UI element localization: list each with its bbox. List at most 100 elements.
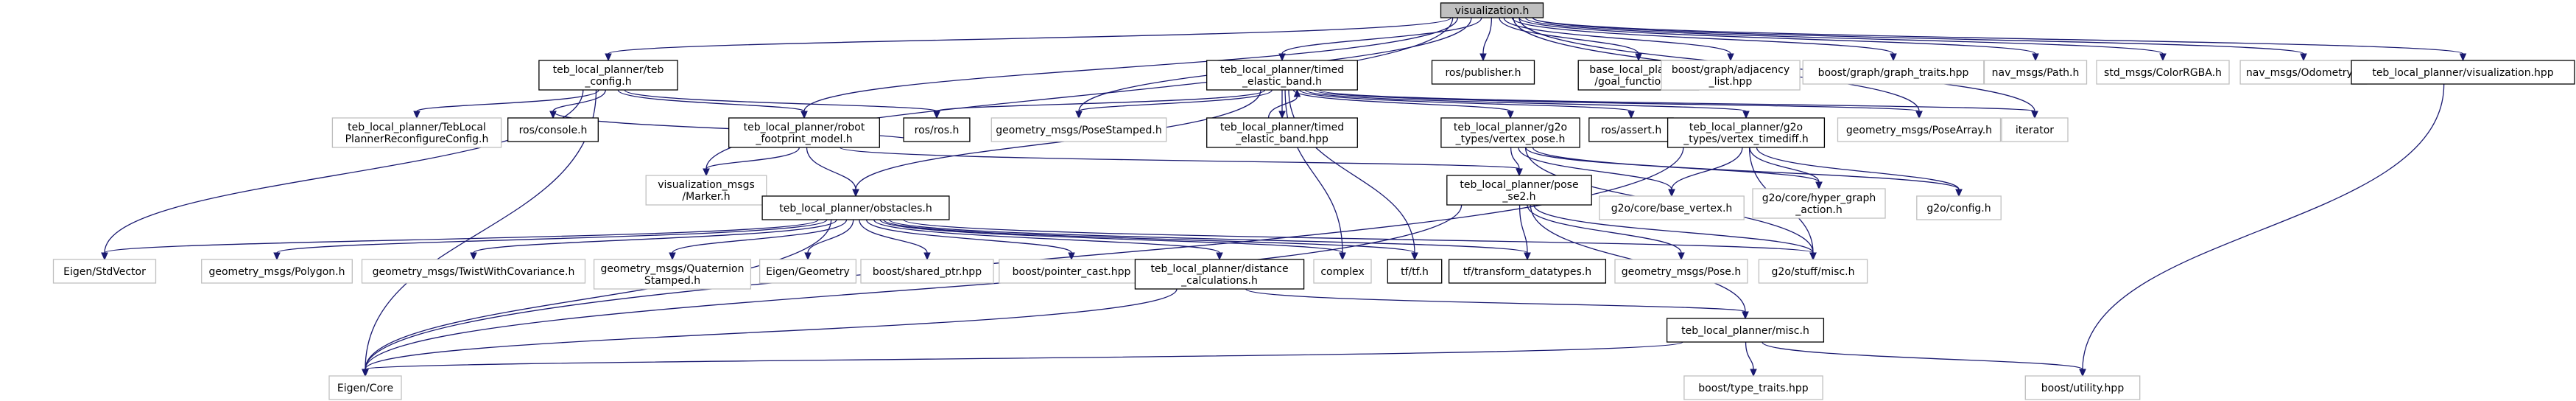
node-viz_hpp[interactable]: teb_local_planner/visualization.hpp (2351, 60, 2575, 85)
node-box (331, 117, 502, 148)
node-box (538, 60, 678, 91)
node-geometry: Eigen/Geometry (759, 259, 857, 284)
node-console[interactable]: ros/console.h (507, 117, 599, 142)
node-pose_se2[interactable]: teb_local_planner/pose_se2.h (1446, 175, 1592, 206)
node-label: std_msgs/ColorRGBA.h (2104, 67, 2222, 79)
node-twist: geometry_msgs/TwistWithCovariance.h (361, 259, 586, 284)
node-box (2351, 60, 2575, 85)
node-label: teb_local_planner/g2o_types/vertex_timed… (1683, 122, 1808, 145)
node-posearray: geometry_msgs/PoseArray.h (1837, 117, 2002, 142)
node-box (1134, 259, 1305, 290)
node-tfdt[interactable]: tf/transform_datatypes.h (1448, 259, 1607, 284)
node-label: boost/graph/graph_traits.hpp (1818, 67, 1969, 79)
node-label: g2o/core/base_vertex.h (1611, 203, 1733, 215)
node-label: boost/type_traits.hpp (1698, 383, 1808, 394)
node-robot_fp[interactable]: teb_local_planner/robot_footprint_model.… (728, 117, 880, 148)
node-label: geometry_msgs/Polygon.h (208, 266, 345, 278)
node-box (759, 259, 857, 284)
node-box (1752, 188, 1886, 219)
node-rosh[interactable]: ros/ros.h (903, 117, 971, 142)
node-box (1431, 60, 1535, 85)
node-colorrgba: std_msgs/ColorRGBA.h (2096, 60, 2230, 85)
node-vpose[interactable]: teb_local_planner/g2o_types/vertex_pose.… (1440, 117, 1580, 148)
edge-distcalc-to-misc (1245, 288, 1749, 320)
node-box (1387, 259, 1443, 284)
node-viz[interactable]: visualization.h (1440, 2, 1544, 18)
edge-misc-to-eigencore (362, 341, 1683, 377)
node-box (1666, 318, 1825, 343)
node-label: ros/console.h (519, 125, 588, 136)
node-publisher[interactable]: ros/publisher.h (1431, 60, 1535, 85)
node-assert[interactable]: ros/assert.h (1588, 117, 1674, 142)
node-box (2001, 117, 2069, 142)
edge-obstacles-to-ptrcast (866, 219, 1075, 261)
edge-timed_eb-to-vtimediff (1304, 89, 1750, 119)
edge-obstacles-to-tfh (883, 219, 1418, 261)
edge-obstacles-to-polygon (273, 219, 828, 261)
node-label: visualization_msgs/Marker.h (658, 179, 755, 203)
node-typetraits: boost/type_traits.hpp (1683, 375, 1823, 400)
edge-misc-to-typetraits (1745, 341, 1757, 377)
edge-obstacles-to-sharedptr (859, 219, 931, 261)
node-hyper: g2o/core/hyper_graph_action.h (1752, 188, 1886, 219)
node-g2oconfig: g2o/config.h (1916, 195, 2002, 220)
node-posestamped: geometry_msgs/PoseStamped.h (990, 117, 1167, 142)
node-obstacles[interactable]: teb_local_planner/obstacles.h (761, 195, 950, 220)
node-vtimediff[interactable]: teb_local_planner/g2o_types/vertex_timed… (1667, 117, 1826, 148)
node-label: teb_local_planner/timed_elastic_band.hpp (1220, 122, 1344, 145)
node-label: Eigen/StdVector (63, 266, 146, 278)
edge-obstacles-to-stdvector (101, 219, 819, 261)
node-label: ros/assert.h (1601, 125, 1661, 136)
edge-timed_eb-to-complex (1284, 89, 1346, 261)
node-timed_eb_hpp[interactable]: teb_local_planner/timed_elastic_band.hpp (1206, 117, 1358, 148)
edge-pose_se2-to-posemsg (1527, 204, 1685, 261)
edge-viz-to-odometry (1532, 17, 2307, 62)
node-label: boost/pointer_cast.hpp (1013, 266, 1131, 278)
node-box (903, 117, 971, 142)
node-misc[interactable]: teb_local_planner/misc.h (1666, 318, 1825, 343)
node-box (201, 259, 353, 284)
edge-obstacles-to-complex (879, 219, 1346, 261)
edge-timed_eb-to-posearray (1313, 89, 1923, 119)
edge-viz-to-marker (703, 17, 1454, 177)
edge-robot_fp-to-obstacles (806, 147, 859, 198)
node-box (1614, 259, 1748, 284)
edge-obstacles-to-quat (669, 219, 848, 261)
node-box (52, 259, 157, 284)
node-label: geometry_msgs/Pose.h (1622, 266, 1741, 278)
edge-viz-to-teb_config (605, 17, 1452, 62)
node-box (645, 175, 767, 206)
node-box (1448, 259, 1607, 284)
edge-viz-to-base_lp (1499, 17, 1642, 62)
node-label: tf/transform_datatypes.h (1463, 266, 1591, 278)
edge-pose_se2-to-eigencore (362, 204, 1463, 377)
node-label: teb_local_planner/misc.h (1681, 325, 1809, 337)
node-box (728, 117, 880, 148)
node-tfh[interactable]: tf/tf.h (1387, 259, 1443, 284)
node-path: nav_msgs/Path.h (1983, 60, 2088, 85)
edge-timed_eb-to-vpose (1292, 89, 1514, 119)
node-label: teb_local_planner/teb_config.h (553, 64, 664, 88)
node-box (990, 117, 1167, 142)
node-label: geometry_msgs/TwistWithCovariance.h (373, 266, 575, 278)
edge-misc-to-utility (1762, 341, 2086, 377)
edge-timed_eb-to-rosh (933, 89, 1266, 119)
node-label: visualization.h (1455, 5, 1530, 17)
node-teb_config[interactable]: teb_local_planner/teb_config.h (538, 60, 678, 91)
node-box (1206, 60, 1358, 91)
edge-viz-to-colorrgba (1524, 17, 2167, 62)
node-box (507, 117, 599, 142)
node-distcalc[interactable]: teb_local_planner/distance_calculations.… (1134, 259, 1305, 290)
edge-viz_hpp-to-utility (2079, 83, 2445, 377)
node-gtraits: boost/graph/graph_traits.hpp (1802, 60, 1985, 85)
edge-timed_eb-to-obstacles (852, 89, 1261, 198)
node-timed_eb[interactable]: teb_local_planner/timed_elastic_band.h (1206, 60, 1358, 91)
edge-robot_fp-to-marker (703, 147, 800, 177)
node-label: nav_msgs/Path.h (1992, 67, 2080, 79)
edge-viz-to-path (1518, 17, 2039, 62)
node-odometry: nav_msgs/Odometry.h (2239, 60, 2368, 85)
